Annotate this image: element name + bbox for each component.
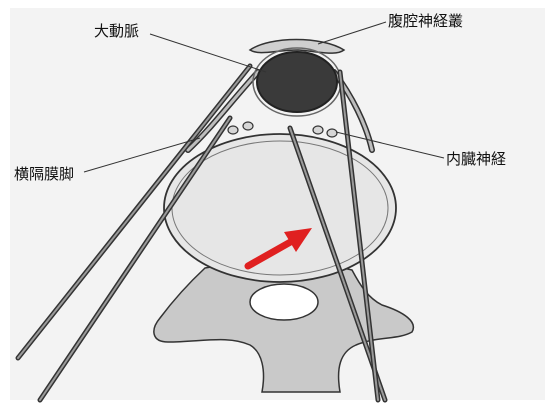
- label-aorta: 大動脈: [94, 24, 139, 39]
- label-celiac-plexus: 腹腔神経叢: [388, 14, 463, 29]
- aorta: [257, 52, 337, 112]
- splanchnic-nerve-left-2: [243, 122, 253, 130]
- splanchnic-nerve-right-1: [313, 126, 323, 134]
- spinal-canal: [250, 284, 318, 320]
- label-diaphragmatic-crus: 横隔膜脚: [14, 167, 74, 182]
- splanchnic-nerve-left-1: [228, 126, 238, 134]
- label-splanchnic-nerve: 内臓神経: [446, 152, 506, 167]
- splanchnic-nerve-right-2: [327, 129, 337, 137]
